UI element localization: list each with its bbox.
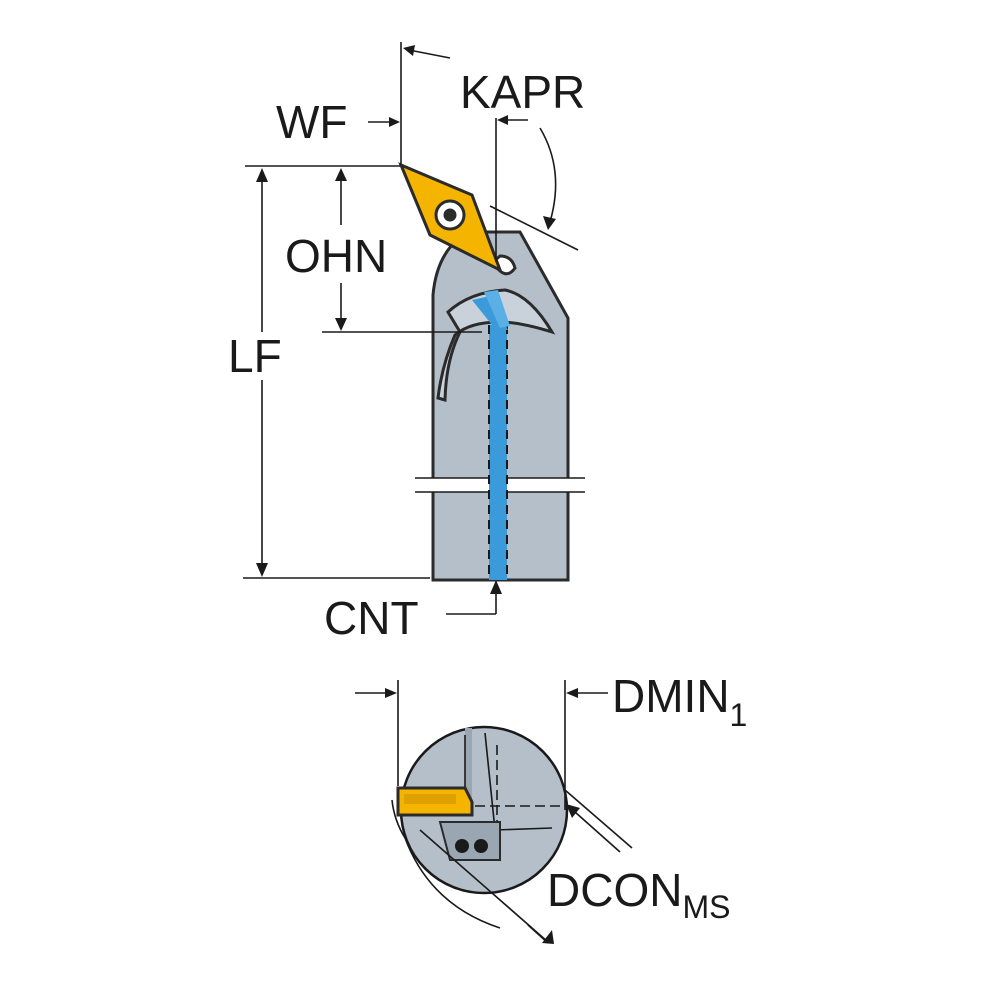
coolant-channel (472, 290, 510, 580)
dimension-dconms: DCONMS (419, 789, 730, 944)
label-kapr: KAPR (460, 66, 585, 118)
label-dconms: DCONMS (547, 864, 730, 925)
boring-bar-end-view (391, 725, 569, 929)
label-dmin1: DMIN1 (612, 670, 747, 733)
label-lf: LF (228, 330, 282, 382)
insert-screw-icon (443, 208, 457, 222)
boring-bar-side-view (398, 162, 585, 582)
dimension-kapr: KAPR (403, 45, 585, 262)
dimension-lf: LF (228, 168, 430, 579)
coolant-hole-icon (455, 839, 469, 853)
label-cnt: CNT (324, 592, 419, 644)
end-view-insert (396, 786, 474, 817)
dimension-wf: WF (276, 42, 402, 165)
label-wf: WF (276, 96, 348, 148)
dimension-ohn: OHN (245, 165, 482, 333)
coolant-hole-icon (474, 839, 488, 853)
label-ohn: OHN (285, 230, 387, 282)
dimension-dmin1: DMIN1 (355, 670, 747, 810)
dimension-cnt: CNT (324, 580, 502, 644)
